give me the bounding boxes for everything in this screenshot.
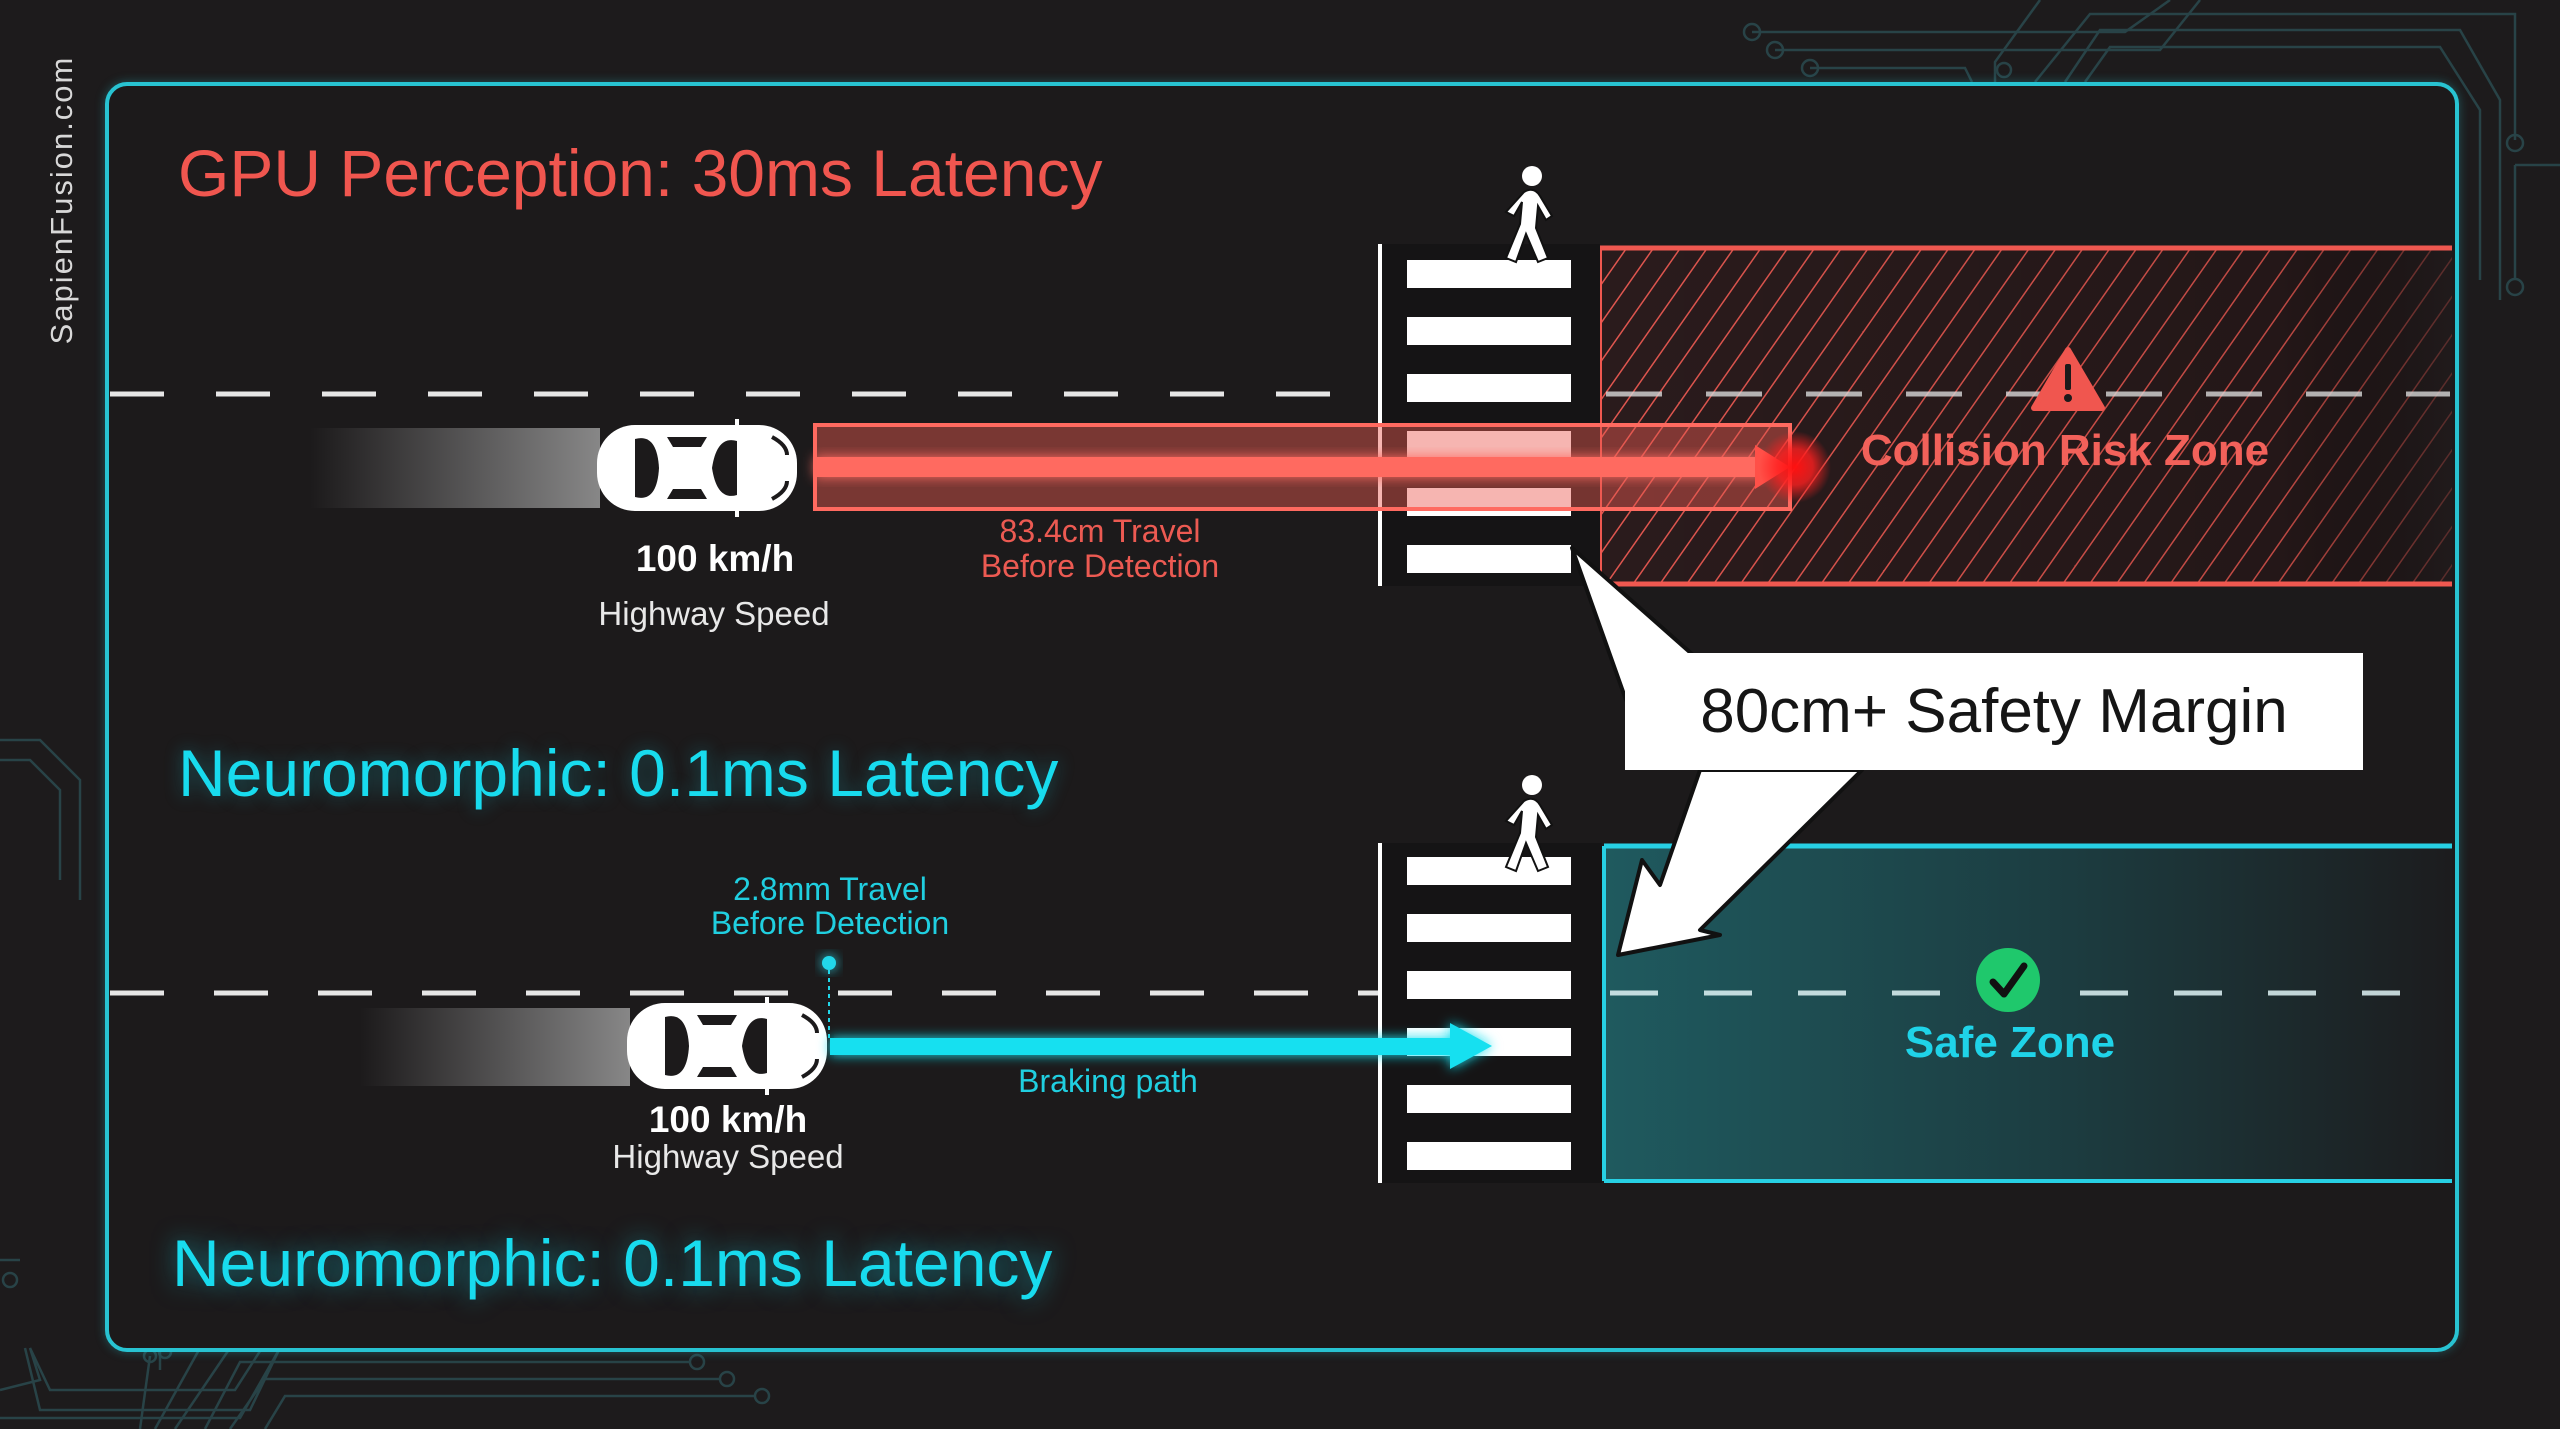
car-icon-bottom (625, 995, 829, 1097)
callout-pointer (1570, 546, 1864, 957)
safety-margin-callout: 80cm+ Safety Margin (1625, 653, 2363, 770)
motion-blur-trail-bottom (360, 1008, 630, 1086)
safe-zone (1602, 843, 2452, 1183)
check-circle-icon (1976, 948, 2040, 1012)
crosswalk-top (1378, 244, 1600, 586)
neuro-speed-label: Highway Speed (612, 1138, 844, 1175)
detection-marker (822, 956, 836, 1040)
car-icon-top (595, 417, 799, 519)
safe-zone-label: Safe Zone (1904, 1018, 2116, 1067)
gpu-travel-line2: Before Detection (980, 548, 1220, 584)
crosswalk-bottom (1378, 843, 1602, 1183)
neuro-section-title: Neuromorphic: 0.1ms Latency (178, 736, 1059, 810)
braking-path-arrow (830, 1023, 1492, 1069)
gpu-speed-label: Highway Speed (598, 595, 830, 632)
neuro-speed: 100 km/h (648, 1099, 808, 1140)
collision-risk-zone (1598, 245, 2452, 587)
gpu-travel-bar (813, 423, 1831, 511)
gpu-travel-line1: 83.4cm Travel (999, 513, 1201, 549)
motion-blur-trail (310, 428, 600, 508)
collision-risk-label: Collision Risk Zone (1860, 426, 2270, 475)
warning-triangle-icon (2031, 347, 2105, 411)
gpu-speed: 100 km/h (635, 538, 795, 579)
neuro-travel-line1: 2.8mm Travel (733, 871, 927, 907)
braking-path-label: Braking path (1018, 1063, 1198, 1099)
neuro-travel-line2: Before Detection (710, 905, 950, 941)
gpu-section-title: GPU Perception: 30ms Latency (178, 136, 1103, 210)
footer-title: Neuromorphic: 0.1ms Latency (172, 1226, 1053, 1300)
